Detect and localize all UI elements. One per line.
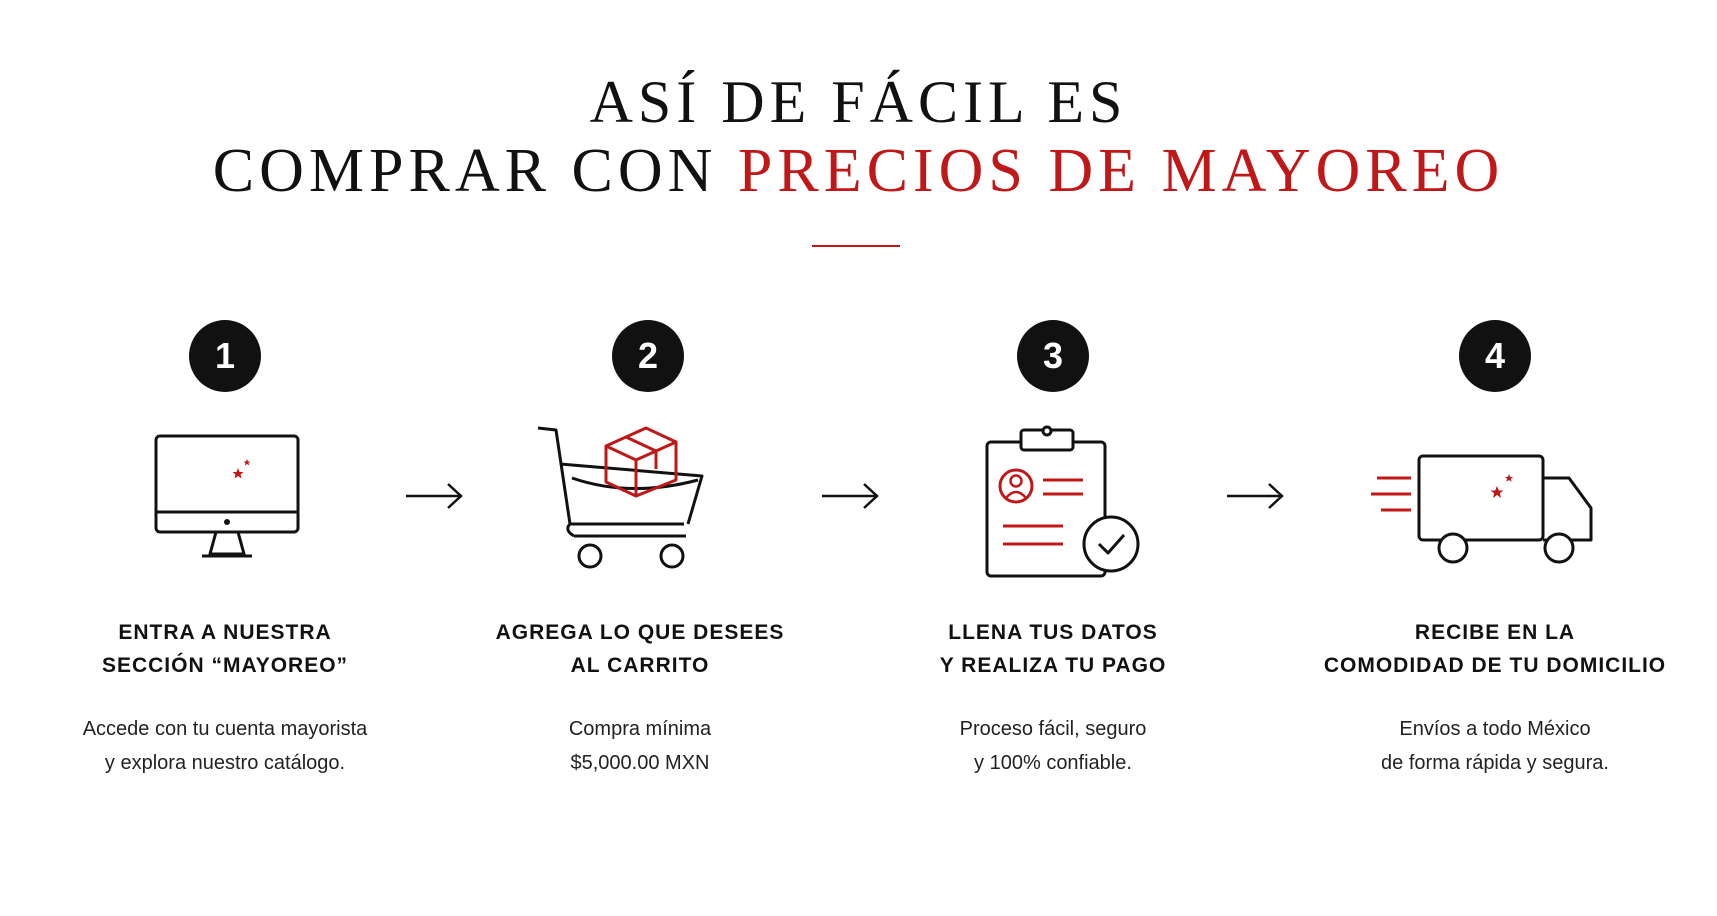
step-desc-line2: $5,000.00 MXN [570, 752, 710, 774]
step-desc-line1: Proceso fácil, seguro [959, 718, 1147, 740]
step-number-badge: 1 [189, 320, 261, 392]
step-title-line2: AL CARRITO [570, 654, 710, 677]
step-title-line1: RECIBE EN LA [1414, 621, 1576, 644]
step-desc-line2: y explora nuestro catálogo. [104, 752, 346, 774]
step-title-line1: LLENA TUS DATOS [948, 621, 1158, 644]
step-title: AGREGA LO QUE DESEES AL CARRITO [440, 616, 840, 682]
step-desc-line2: y 100% confiable. [974, 752, 1132, 774]
arrow-right-icon [406, 483, 463, 509]
title-prefix: COMPRAR CON [212, 137, 738, 205]
step-desc-line1: Envíos a todo México [1399, 718, 1591, 740]
step-desc-line2: de forma rápida y segura. [1381, 752, 1609, 774]
clipboard-check-icon [985, 425, 1140, 578]
step-title-line2: Y REALIZA TU PAGO [939, 654, 1167, 677]
step-title-line2: COMODIDAD DE TU DOMICILIO [1323, 654, 1667, 677]
step-title-line2: SECCIÓN “MAYOREO” [101, 654, 349, 677]
monitor-crescent-icon [154, 434, 300, 558]
step-title: LLENA TUS DATOS Y REALIZA TU PAGO [853, 616, 1253, 682]
title-divider [812, 245, 900, 247]
step-description: Compra mínima $5,000.00 MXN [440, 712, 840, 780]
page-title-line1: ASÍ DE FÁCIL ES [589, 69, 1128, 135]
step-number-badge: 4 [1459, 320, 1531, 392]
arrow-right-icon [1227, 483, 1284, 509]
step-number-badge: 3 [1017, 320, 1089, 392]
step-title: ENTRA A NUESTRA SECCIÓN “MAYOREO” [25, 616, 425, 682]
title-accent: PRECIOS DE MAYOREO [737, 137, 1505, 205]
step-description: Envíos a todo México de forma rápida y s… [1295, 712, 1695, 780]
step-title-line1: AGREGA LO QUE DESEES [495, 621, 785, 644]
step-desc-line1: Compra mínima [568, 718, 712, 740]
step-desc-line1: Accede con tu cuenta mayorista [82, 718, 368, 740]
step-title: RECIBE EN LA COMODIDAD DE TU DOMICILIO [1295, 616, 1695, 682]
shopping-cart-box-icon [537, 426, 704, 569]
arrow-right-icon [822, 483, 879, 509]
page-title-line2: COMPRAR CON PRECIOS DE MAYOREO [0, 140, 1717, 202]
step-description: Accede con tu cuenta mayorista y explora… [25, 712, 425, 780]
step-title-line1: ENTRA A NUESTRA [118, 621, 332, 644]
step-number-badge: 2 [612, 320, 684, 392]
step-description: Proceso fácil, seguro y 100% confiable. [853, 712, 1253, 780]
delivery-truck-icon [1371, 454, 1593, 564]
